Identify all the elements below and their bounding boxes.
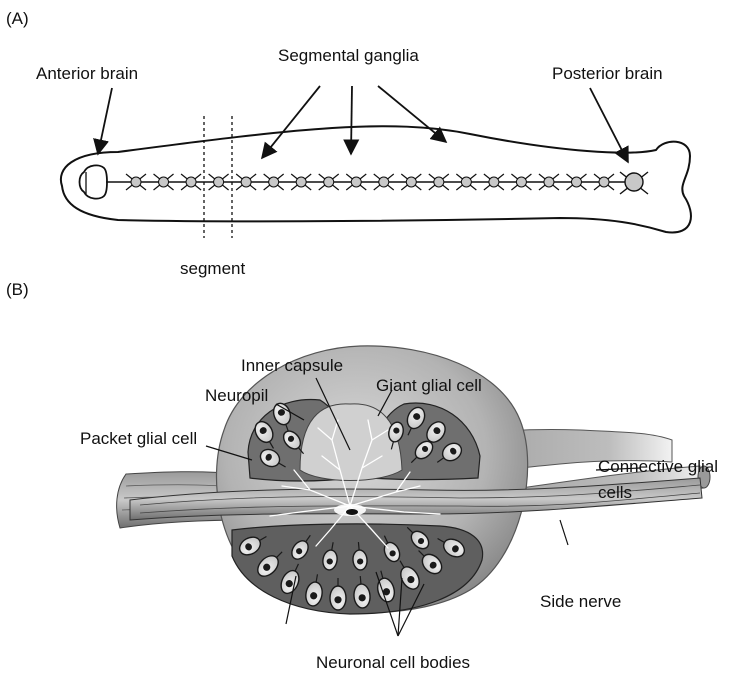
ganglion-illustration: Inner capsule Giant glial cell Neuropil … <box>80 346 718 672</box>
label-connective-glial-line2: cells <box>598 483 632 502</box>
arrow-ganglia-2 <box>351 86 352 154</box>
label-connective-glial-line1: Connective glial <box>598 457 718 476</box>
label-segmental-ganglia: Segmental ganglia <box>278 46 419 65</box>
label-side-nerve: Side nerve <box>540 592 621 611</box>
label-inner-capsule: Inner capsule <box>241 356 343 375</box>
label-posterior-brain: Posterior brain <box>552 64 663 83</box>
label-neuropil: Neuropil <box>205 386 268 405</box>
panel-b-label: (B) <box>6 280 29 299</box>
worm-diagram: Anterior brain Segmental ganglia Posteri… <box>36 46 691 278</box>
label-packet-glial-cell: Packet glial cell <box>80 429 197 448</box>
label-segment: segment <box>180 259 245 278</box>
posterior-brain-shape <box>625 173 643 191</box>
label-neuronal-cell-bodies: Neuronal cell bodies <box>316 653 470 672</box>
arrow-anterior-brain <box>98 88 112 154</box>
label-giant-glial-cell: Giant glial cell <box>376 376 482 395</box>
pointer-side-nerve <box>560 520 568 545</box>
arrow-ganglia-3 <box>378 86 446 142</box>
giant-glial-nucleus <box>346 509 358 515</box>
arrow-ganglia-1 <box>262 86 320 158</box>
label-anterior-brain: Anterior brain <box>36 64 138 83</box>
panel-a-label: (A) <box>6 9 29 28</box>
worm-body-outline <box>61 126 691 232</box>
anterior-brain-shape <box>80 165 108 198</box>
